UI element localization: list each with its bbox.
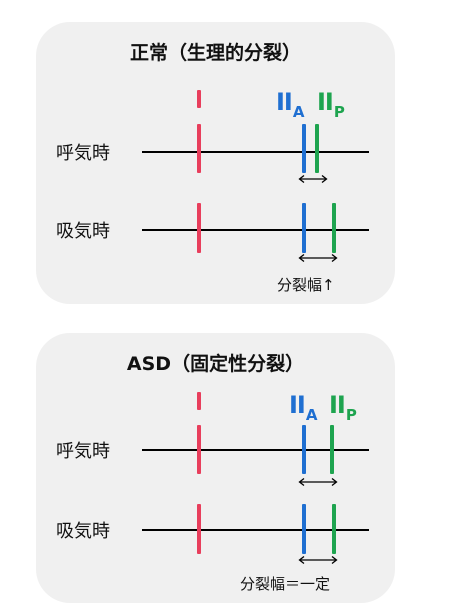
- normal-pulmonic-label-main: II: [317, 88, 334, 116]
- asd-pulmonic-label: IIP: [329, 391, 357, 424]
- asd-inspiration-first-sound: [197, 504, 201, 554]
- normal-aortic-label: IIA: [276, 88, 304, 121]
- normal-pulmonic-label: IIP: [317, 88, 345, 121]
- normal-split-width-caption: 分裂幅↑: [277, 276, 335, 294]
- asd-inspiration-aortic: [302, 504, 306, 554]
- normal-inspiration-first-sound: [197, 203, 201, 253]
- asd-aortic-label: IIA: [289, 391, 317, 424]
- normal-split-panel: 正常（生理的分裂）: [36, 22, 395, 304]
- asd-pulmonic-label-sub: P: [345, 406, 357, 424]
- asd-expiration-aortic: [302, 425, 306, 474]
- asd-split-panel: ASD（固定性分裂）: [36, 333, 395, 603]
- normal-expiration-first-sound: [197, 124, 201, 173]
- asd-pulmonic-label-main: II: [329, 391, 346, 419]
- normal-expiration-aortic: [302, 124, 306, 173]
- normal-inspiration-label: 吸気時: [56, 221, 110, 242]
- normal-inspiration-aortic: [302, 203, 306, 253]
- normal-aortic-label-sub: A: [292, 103, 305, 121]
- normal-expiration-label: 呼気時: [56, 143, 110, 164]
- asd-inspiration-baseline: [142, 529, 369, 531]
- asd-panel-title: ASD（固定性分裂）: [126, 353, 305, 375]
- asd-aortic-label-main: II: [289, 391, 306, 419]
- normal-pulmonic-label-sub: P: [333, 103, 345, 121]
- normal-expiration-baseline: [142, 151, 369, 153]
- asd-first-sound-marker: [197, 392, 201, 410]
- normal-expiration-pulmonic: [315, 124, 319, 173]
- asd-inspiration-pulmonic: [332, 504, 336, 554]
- asd-expiration-baseline: [142, 449, 369, 451]
- normal-aortic-label-main: II: [276, 88, 293, 116]
- asd-inspiration-label: 吸気時: [56, 521, 110, 542]
- normal-inspiration-gap-arrow: [298, 253, 338, 263]
- asd-expiration-gap-arrow: [298, 477, 338, 487]
- normal-expiration-gap-arrow: [298, 174, 328, 184]
- normal-first-sound-marker: [197, 90, 201, 108]
- asd-inspiration-gap-arrow: [298, 555, 338, 565]
- asd-aortic-label-sub: A: [305, 406, 318, 424]
- normal-inspiration-baseline: [142, 229, 369, 231]
- asd-expiration-pulmonic: [330, 425, 334, 474]
- normal-panel-title: 正常（生理的分裂）: [129, 42, 301, 64]
- asd-expiration-first-sound: [197, 425, 201, 474]
- asd-expiration-label: 呼気時: [56, 441, 110, 462]
- asd-split-width-caption: 分裂幅＝一定: [240, 575, 331, 593]
- normal-inspiration-pulmonic: [332, 203, 336, 253]
